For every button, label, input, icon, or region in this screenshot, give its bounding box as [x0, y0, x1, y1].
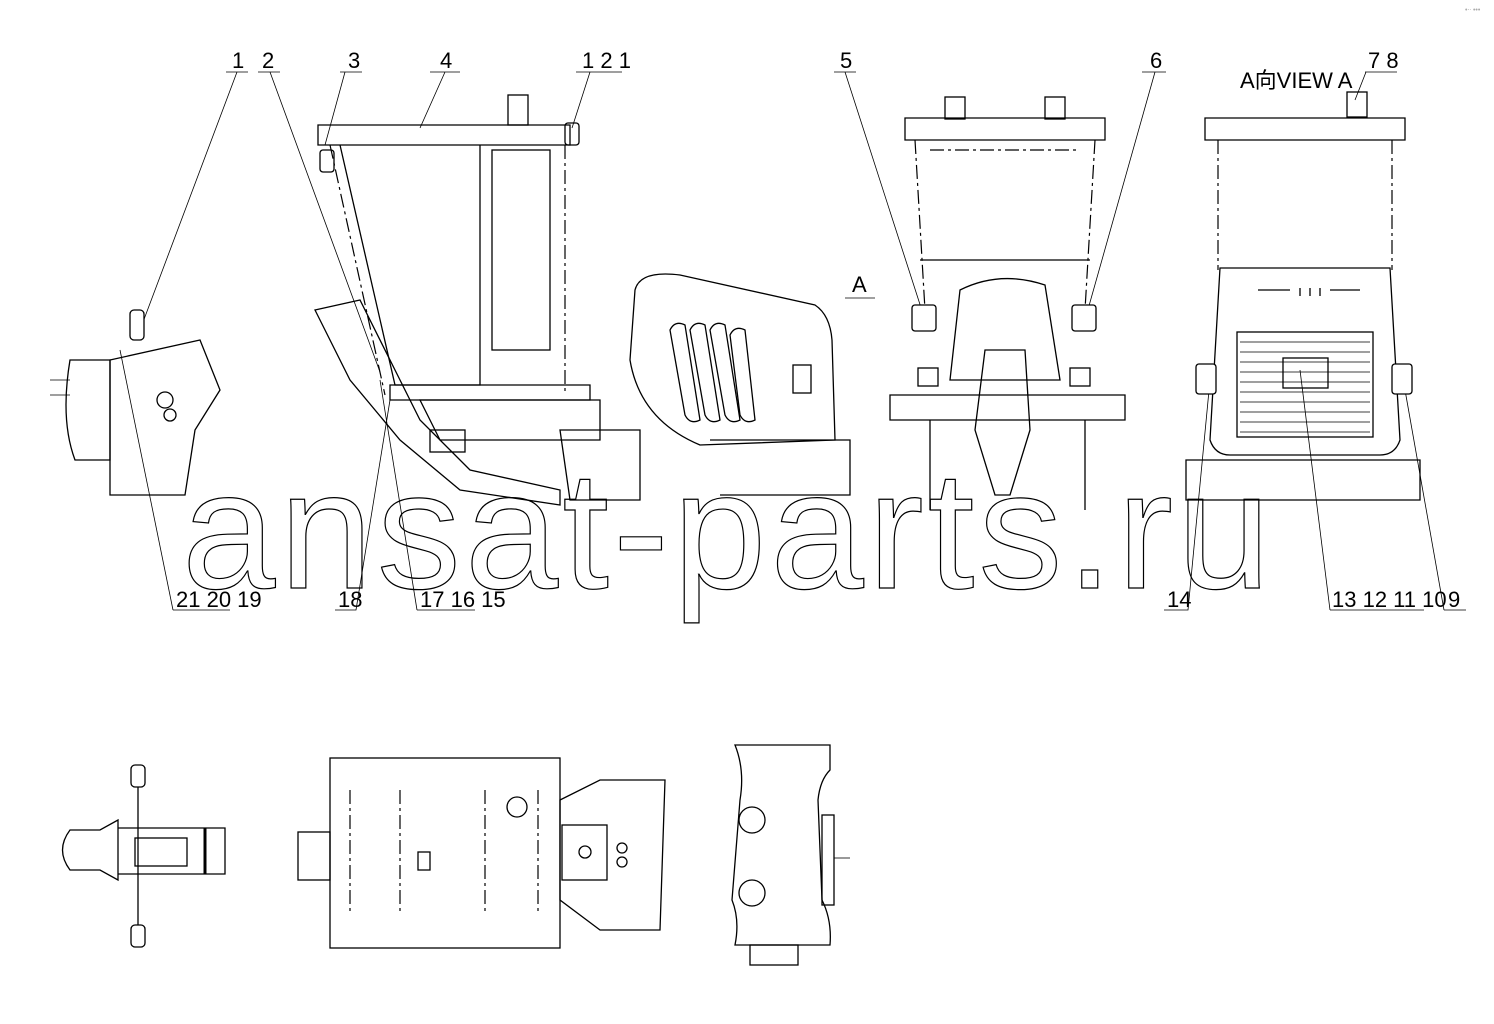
lamp-top-view	[61, 764, 226, 948]
callout-17-16-15: 17 16 15	[420, 587, 506, 612]
callout-13-12-11-10: 13 12 11 10	[1332, 587, 1447, 612]
fender-top-view	[731, 744, 850, 966]
callout-21-20-19: 21 20 19	[176, 587, 262, 612]
callout-4: 4	[440, 48, 452, 73]
cab-top-view	[297, 757, 666, 949]
callout-1: 1	[232, 48, 244, 73]
callouts: 1 2 3 4 1 2 1 5 6 A向VIEW A 7 8 A 21 20 1…	[119, 48, 1466, 612]
view-title: A向VIEW A	[1240, 68, 1353, 93]
callout-2: 2	[262, 48, 274, 73]
cab-side-view	[314, 94, 641, 506]
view-mark-a: A	[852, 272, 867, 297]
callout-3: 3	[348, 48, 360, 73]
callout-78: 7 8	[1368, 48, 1399, 73]
callout-6: 6	[1150, 48, 1162, 73]
callout-14: 14	[1167, 587, 1191, 612]
callout-9: 9	[1448, 587, 1460, 612]
front-view	[889, 96, 1126, 510]
fender-view	[629, 273, 851, 496]
callout-18: 18	[338, 587, 362, 612]
rear-view-a	[1185, 91, 1421, 501]
corner-mark: •ᐧᐧ •••	[1465, 7, 1481, 14]
callout-121: 1 2 1	[582, 48, 631, 73]
callout-5: 5	[840, 48, 852, 73]
lamp-side-view	[50, 309, 221, 496]
watermark: ansat-parts.ru	[182, 436, 1274, 624]
